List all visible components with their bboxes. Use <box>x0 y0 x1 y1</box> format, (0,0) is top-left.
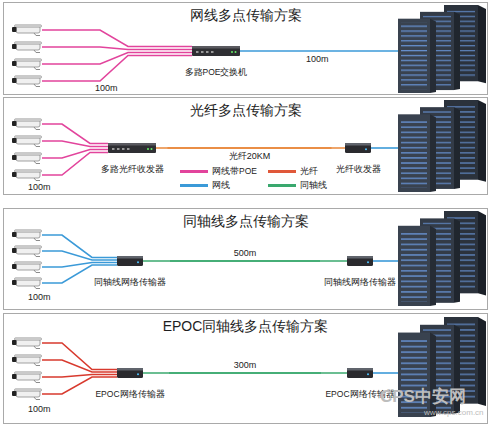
device-label: 光纤收发器 <box>336 164 381 174</box>
camera-icon <box>12 42 42 53</box>
poe-cable <box>42 141 108 147</box>
poe-cable <box>42 30 192 81</box>
transceiver-icon <box>345 143 371 153</box>
legend-swatch <box>180 170 208 173</box>
camera-icon <box>12 25 42 36</box>
distance-label: 100m <box>306 54 329 64</box>
camera-icon <box>12 246 42 257</box>
device-box: 多路POE交换机 <box>181 46 252 79</box>
camera-icon <box>12 59 42 70</box>
camera-icon <box>12 153 42 164</box>
server-rack <box>398 211 486 306</box>
coax-cable <box>143 372 347 374</box>
panel-title: 同轴线多点传输方案 <box>4 213 487 231</box>
scheme-panel: 网线多点传输方案多路POE交换机 <box>3 2 488 95</box>
distance-label: 100m <box>28 404 51 414</box>
watermark: CPS中安网 <box>380 387 466 407</box>
distance-label: 500m <box>232 248 259 258</box>
network-cable <box>42 235 117 283</box>
camera-icon <box>12 338 42 349</box>
camera-group <box>12 119 42 181</box>
camera-icon <box>12 119 42 130</box>
device-label: 多路光纤收发器 <box>101 164 164 174</box>
network-cable <box>42 360 117 372</box>
camera-icon <box>12 262 42 273</box>
device-box: 光纤收发器 <box>332 143 385 176</box>
camera-group <box>12 338 42 400</box>
device-label: 同轴线网络传输器 <box>94 277 166 287</box>
poe-cable <box>42 124 108 175</box>
distance-label: 300m <box>232 360 259 370</box>
device-box: 同轴线网络传输器 <box>320 256 400 289</box>
network-cable <box>42 235 117 258</box>
legend-item: 光纤 <box>268 166 318 176</box>
poe-cable <box>42 47 192 50</box>
distance-label: 100m <box>28 292 51 302</box>
transmitter-icon <box>117 368 143 378</box>
network-cable <box>240 50 398 52</box>
transceiver-icon <box>108 143 156 153</box>
network-cable <box>371 147 398 149</box>
transmitter-icon <box>117 256 143 266</box>
legend-swatch <box>268 184 296 187</box>
cable-connector <box>168 147 332 149</box>
distance-label: 光纤20KM <box>227 151 273 161</box>
legend-text: 网线带POE <box>212 166 257 176</box>
camera-icon <box>12 170 42 181</box>
camera-icon <box>12 136 42 147</box>
watermark: www.cps.com.cn <box>424 408 484 417</box>
distance-label: 100m <box>28 182 51 192</box>
poe-cable <box>42 53 192 65</box>
legend-swatch <box>268 170 296 173</box>
cable-connector <box>169 372 321 374</box>
camera-group <box>12 25 42 87</box>
camera-icon <box>12 372 42 383</box>
camera-icon <box>12 230 42 241</box>
device-box: 多路光纤收发器 <box>97 143 168 176</box>
camera-icon <box>12 76 42 87</box>
connector-group <box>168 148 332 373</box>
legend-item: 网线带POE <box>180 166 257 176</box>
scheme-panel: 同轴线多点传输方案同轴线网络传输器 同轴线网络传输器 <box>3 208 488 310</box>
server-rack <box>398 5 486 93</box>
legend-swatch <box>180 184 208 187</box>
transmitter-icon <box>347 368 373 378</box>
network-cable <box>42 251 117 260</box>
camera-icon <box>12 389 42 400</box>
network-cable <box>373 260 398 262</box>
network-cable <box>373 372 398 374</box>
camera-icon <box>12 278 42 289</box>
fiber-cable <box>156 147 345 149</box>
panel-title: 光纤多点传输方案 <box>4 102 487 120</box>
coax-cable <box>143 260 347 262</box>
camera-icon <box>12 355 42 366</box>
network-cable <box>42 343 117 394</box>
legend-item: 同轴线 <box>268 180 327 190</box>
device-box: 同轴线网络传输器 <box>90 256 170 289</box>
legend-text: 网线 <box>212 180 230 190</box>
network-cable <box>42 343 117 370</box>
poe-cable <box>42 153 108 176</box>
legend-text: 同轴线 <box>300 180 327 190</box>
device-label: 多路POE交换机 <box>185 67 248 77</box>
scheme-panel: 光纤多点传输方案多路光纤收发器 光纤收发器 <box>3 97 488 195</box>
device-box: EPOC网络传输器 <box>91 368 169 401</box>
camera-group <box>12 230 42 289</box>
legend-text: 光纤 <box>300 166 318 176</box>
distance-label: 100m <box>95 83 118 93</box>
poe-cable <box>42 30 192 47</box>
legend-item: 网线 <box>180 180 230 190</box>
transmitter-icon <box>347 256 373 266</box>
server-rack <box>398 100 486 192</box>
poe-cable <box>42 56 192 82</box>
panel-title: EPOC同轴线多点传输方案 <box>4 318 487 336</box>
poe-cable <box>42 150 108 159</box>
device-label: EPOC网络传输器 <box>95 389 164 399</box>
cable-connector <box>170 260 320 262</box>
panel-title: 网线多点传输方案 <box>4 7 487 25</box>
switch-icon <box>192 46 240 56</box>
device-label: 同轴线网络传输器 <box>324 277 396 287</box>
